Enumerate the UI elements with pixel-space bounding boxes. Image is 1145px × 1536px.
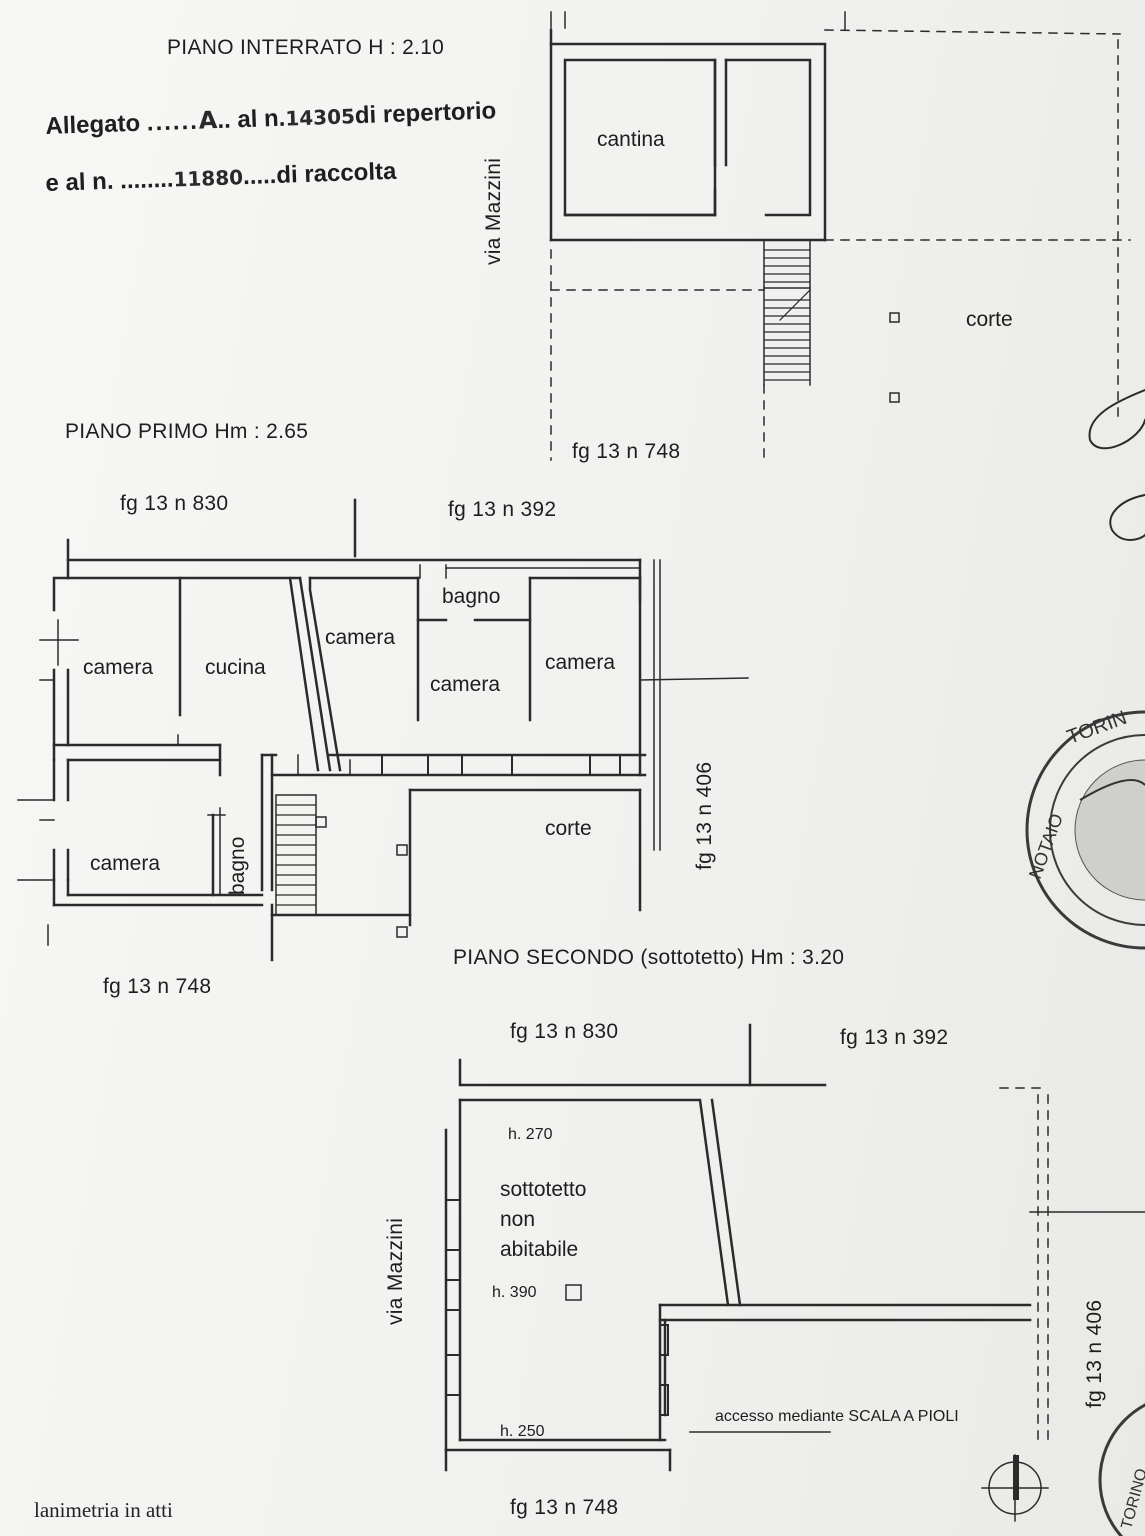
attic-line-1: sottotetto xyxy=(500,1178,587,1201)
allegato-al-n: al n. xyxy=(236,104,286,134)
allegato-letter: A xyxy=(198,106,218,135)
attic-line-2: non xyxy=(500,1208,536,1231)
e-al-n-label: e al n. xyxy=(45,167,114,198)
second-floor-parcel-748: fg 13 n 748 xyxy=(510,1496,619,1519)
room-camera-1: camera xyxy=(83,656,154,679)
room-camera-2: camera xyxy=(325,626,396,649)
first-floor-parcel-406: fg 13 n 406 xyxy=(693,761,716,870)
room-cucina: cucina xyxy=(205,656,266,679)
repertorio-label: di repertorio xyxy=(354,97,497,130)
basement-courtyard: corte xyxy=(966,308,1013,331)
second-floor-plan xyxy=(444,1023,1145,1522)
height-270: h. 270 xyxy=(508,1126,553,1143)
basement-street-label: via Mazzini xyxy=(482,157,505,265)
first-floor-parcel-392: fg 13 n 392 xyxy=(448,498,557,521)
height-390: h. 390 xyxy=(492,1284,537,1301)
room-camera-4: camera xyxy=(545,651,616,674)
first-floor-parcel-830: fg 13 n 830 xyxy=(120,492,229,515)
basement-parcel-748: fg 13 n 748 xyxy=(572,440,681,463)
room-corte: corte xyxy=(545,817,592,840)
basement-plan xyxy=(549,11,1131,466)
first-floor-plan xyxy=(17,498,749,962)
allegato-label: Allegato xyxy=(45,109,141,141)
second-floor-parcel-392: fg 13 n 392 xyxy=(840,1026,949,1049)
first-floor-parcel-748: fg 13 n 748 xyxy=(103,975,212,998)
height-250: h. 250 xyxy=(500,1423,545,1440)
raccolta-label: di raccolta xyxy=(275,157,397,189)
basement-title: PIANO INTERRATO H : 2.10 xyxy=(167,36,445,59)
attic-line-3: abitabile xyxy=(500,1238,579,1261)
access-note: accesso mediante SCALA A PIOLI xyxy=(715,1408,959,1425)
stamp-text-bottom: TORINO xyxy=(1118,1467,1145,1531)
stamp-text-left: NOTAIO xyxy=(1025,811,1067,881)
room-camera-5: camera xyxy=(90,852,161,875)
footer-note: lanimetria in atti xyxy=(34,1498,173,1522)
second-floor-title: PIANO SECONDO (sottotetto) Hm : 3.20 xyxy=(453,946,845,969)
raccolta-number: 11880 xyxy=(173,165,244,192)
second-floor-street-label: via Mazzini xyxy=(384,1217,407,1325)
repertorio-number: 14305 xyxy=(284,104,356,131)
notary-stamp-bottom: TORINO xyxy=(1098,1403,1145,1536)
room-cantina: cantina xyxy=(597,128,665,151)
first-floor-title: PIANO PRIMO Hm : 2.65 xyxy=(65,420,309,443)
notary-stamp: TORIN NOTAIO xyxy=(1025,707,1145,950)
stamp-text-top: TORIN xyxy=(1064,707,1130,749)
room-camera-3: camera xyxy=(430,673,501,696)
second-floor-parcel-830: fg 13 n 830 xyxy=(510,1020,619,1043)
room-bagno-1: bagno xyxy=(442,585,501,608)
room-bagno-2: bagno xyxy=(226,836,249,895)
second-floor-parcel-406: fg 13 n 406 xyxy=(1083,1299,1106,1408)
